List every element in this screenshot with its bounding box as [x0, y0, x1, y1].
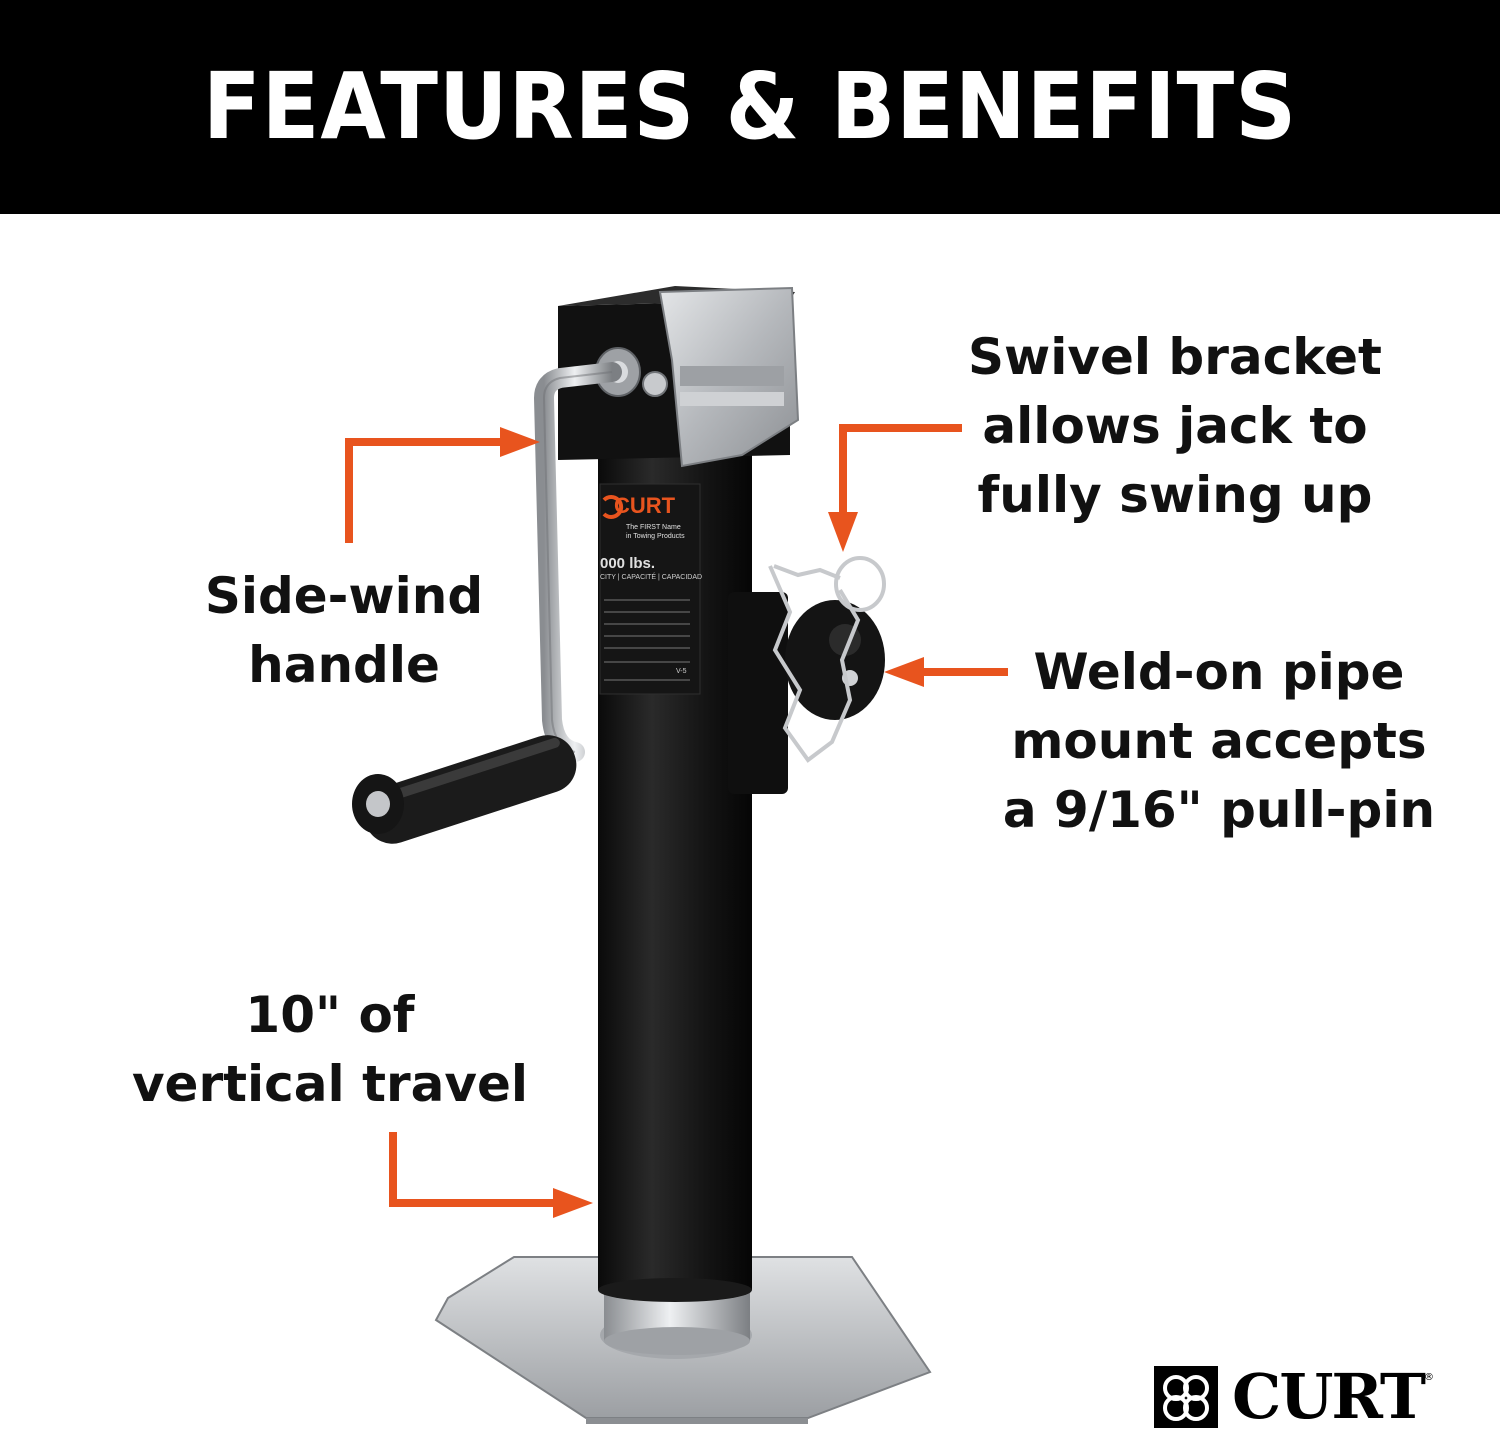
callout-vertical-travel: 10" of vertical travel	[120, 981, 540, 1119]
arrow-right-icon	[500, 427, 540, 457]
label-capacity-sub: CITY | CAPACITÉ | CAPACIDAD	[600, 574, 703, 581]
arrow-left-icon	[884, 657, 924, 687]
side-wind-handle	[352, 362, 622, 844]
callout-line: fully swing up	[977, 466, 1373, 524]
callout-swivel-bracket: Swivel bracket allows jack to fully swin…	[950, 323, 1400, 530]
callout-line: allows jack to	[982, 397, 1368, 455]
pipe-mount	[728, 592, 885, 794]
product-label	[599, 483, 701, 695]
label-part-code: V-5	[676, 668, 687, 675]
callout-line: mount accepts	[1011, 712, 1427, 770]
mount-arrow	[884, 657, 1008, 687]
travel-arrow	[389, 1132, 593, 1218]
arrow-right-icon	[553, 1188, 593, 1218]
brand-logo-text: CURT	[1232, 1360, 1426, 1431]
label-tagline-2: in Towing Products	[626, 533, 685, 540]
callout-line: a 9/16" pull-pin	[1002, 781, 1436, 839]
label-tagline-1: The FIRST Name	[626, 524, 681, 531]
brand-logo-registered: ®	[1424, 1372, 1434, 1383]
callout-line: Weld-on pipe	[1033, 643, 1405, 701]
callout-line: handle	[248, 636, 440, 694]
label-brand: CURT	[614, 493, 676, 518]
page-title: FEATURES & BENEFITS	[202, 53, 1298, 160]
callout-side-wind-handle: Side-wind handle	[184, 562, 504, 700]
label-capacity: 000 lbs.	[600, 555, 656, 572]
callout-line: vertical travel	[131, 1055, 529, 1113]
gear-housing	[558, 286, 800, 468]
callout-pipe-mount: Weld-on pipe mount accepts a 9/16" pull-…	[990, 638, 1448, 845]
swivel-arrow	[828, 424, 962, 552]
arrow-down-icon	[828, 512, 858, 552]
callout-line: Side-wind	[204, 567, 484, 625]
callout-line: Swivel bracket	[968, 328, 1382, 386]
callout-line: 10" of	[245, 986, 415, 1044]
handle-arrow	[345, 427, 540, 543]
pull-pin-chain	[768, 556, 886, 763]
curt-logo-mark-icon	[1154, 1366, 1218, 1428]
header-bar: FEATURES & BENEFITS	[0, 0, 1500, 214]
